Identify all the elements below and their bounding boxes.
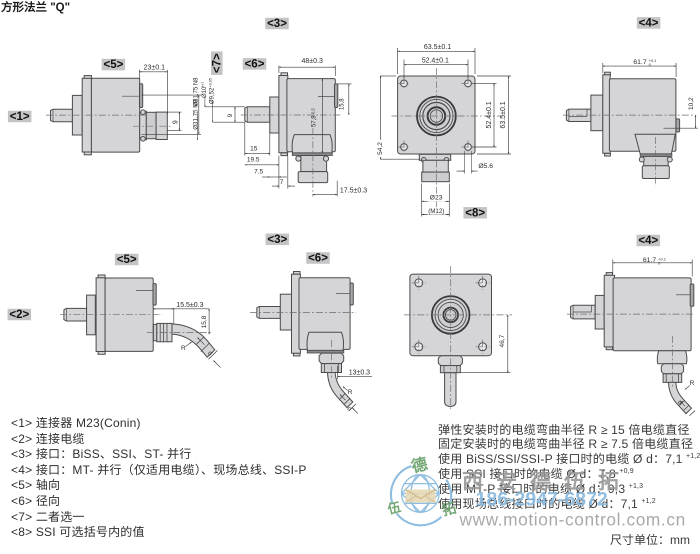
svg-text:15: 15 xyxy=(250,145,258,152)
svg-text:52.4±0.1: 52.4±0.1 xyxy=(486,101,493,128)
svg-text:54,2: 54,2 xyxy=(377,142,384,155)
svg-text:17.5±0.3: 17.5±0.3 xyxy=(340,188,367,195)
svg-text:Ø5.6: Ø5.6 xyxy=(478,163,493,170)
svg-text:<6>: <6> xyxy=(245,58,265,70)
svg-text:61.7: 61.7 xyxy=(643,257,656,264)
svg-text:<6>: <6> xyxy=(308,253,328,265)
svg-text:d: d xyxy=(345,405,353,413)
svg-text:<2>: <2> xyxy=(9,309,29,321)
svg-text:0: 0 xyxy=(658,260,661,265)
svg-text:<5>: <5> xyxy=(103,59,123,71)
svg-text:15,8: 15,8 xyxy=(201,315,208,328)
svg-text:10,2: 10,2 xyxy=(688,97,695,110)
svg-text:<5>: <5> xyxy=(117,254,137,266)
svg-text:23±0.1: 23±0.1 xyxy=(144,65,165,72)
svg-text:Ø31.75 N8: Ø31.75 N8 xyxy=(193,99,200,129)
svg-text:R: R xyxy=(348,389,353,396)
svg-text:<4>: <4> xyxy=(639,17,659,29)
svg-text:<1>: <1> xyxy=(10,111,30,123)
svg-text:9: 9 xyxy=(227,113,234,117)
svg-text:Ø10H7: Ø10H7 xyxy=(201,82,208,98)
svg-text:<4>: <4> xyxy=(638,235,658,247)
svg-text:d: d xyxy=(676,399,684,407)
svg-text:<8>: <8> xyxy=(465,207,485,219)
svg-text:57,8-0,5: 57,8-0,5 xyxy=(310,107,318,127)
svg-text:<7>: <7> xyxy=(211,53,223,73)
svg-text:Ø9,52+0,05: Ø9,52+0,05 xyxy=(209,78,216,104)
svg-text:46,7: 46,7 xyxy=(499,334,506,347)
svg-text:9: 9 xyxy=(172,120,179,124)
svg-text:7: 7 xyxy=(280,179,284,186)
svg-text:7.5: 7.5 xyxy=(254,168,263,175)
svg-text:19.5: 19.5 xyxy=(247,156,260,163)
svg-text:Ø23: Ø23 xyxy=(430,195,443,202)
svg-text:63.5±0.1: 63.5±0.1 xyxy=(424,44,451,51)
svg-text:R: R xyxy=(690,380,695,387)
svg-text:13±0.3: 13±0.3 xyxy=(349,370,370,377)
svg-text:Ø31,75 N8: Ø31,75 N8 xyxy=(194,77,200,107)
svg-text:(M12): (M12) xyxy=(428,208,444,215)
svg-text:0: 0 xyxy=(649,62,652,67)
svg-text:61.7: 61.7 xyxy=(633,59,646,66)
svg-text:15.5±0.3: 15.5±0.3 xyxy=(176,302,203,309)
svg-text:48±0.3: 48±0.3 xyxy=(302,58,323,65)
svg-text:R: R xyxy=(181,345,186,352)
svg-text:15,8: 15,8 xyxy=(340,98,346,110)
svg-text:<3>: <3> xyxy=(267,18,287,30)
svg-text:+0.1: +0.1 xyxy=(658,256,667,261)
svg-text:+0.1: +0.1 xyxy=(649,58,658,63)
svg-text:63.5±0.1: 63.5±0.1 xyxy=(500,101,507,128)
svg-text:52.4±0.1: 52.4±0.1 xyxy=(422,57,449,64)
svg-text:d: d xyxy=(206,350,214,358)
svg-text:<3>: <3> xyxy=(267,234,287,246)
